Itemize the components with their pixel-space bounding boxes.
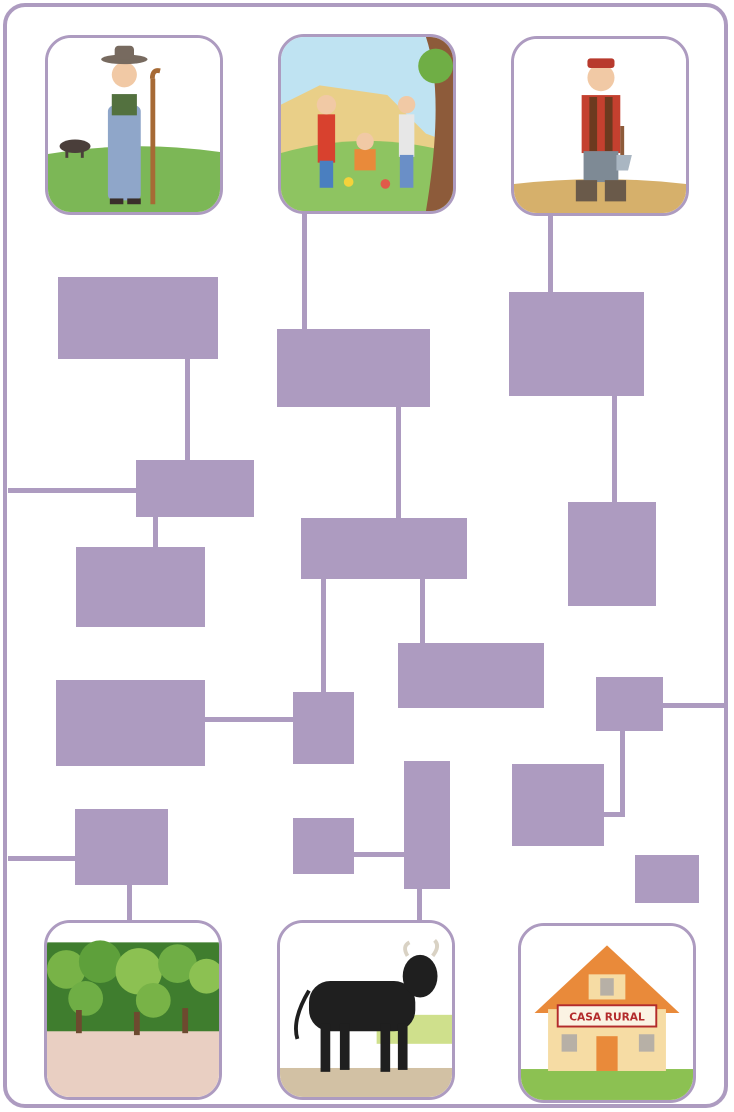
connector-line	[396, 406, 401, 520]
answer-box[interactable]	[75, 809, 168, 885]
answer-box[interactable]	[56, 680, 205, 766]
connector-line	[321, 578, 326, 694]
answer-box[interactable]	[398, 643, 544, 708]
answer-box[interactable]	[568, 502, 656, 606]
answer-box[interactable]	[596, 677, 663, 731]
connector-line	[8, 488, 138, 493]
connector-line	[352, 852, 407, 857]
answer-box[interactable]	[293, 818, 354, 874]
answer-box[interactable]	[293, 692, 354, 764]
house-icon: CASA RURAL	[521, 926, 693, 1100]
answer-box[interactable]	[635, 855, 699, 903]
woodcutter-icon	[514, 39, 686, 213]
answer-box[interactable]	[509, 292, 644, 396]
connector-line	[417, 888, 422, 923]
forest-card	[44, 920, 222, 1100]
connector-line	[620, 729, 625, 815]
hikers-icon	[281, 37, 453, 211]
shepherd-icon	[48, 38, 220, 212]
connector-line	[8, 856, 78, 861]
answer-box[interactable]	[301, 518, 467, 579]
bull-icon	[280, 923, 452, 1097]
answer-box[interactable]	[58, 277, 218, 359]
connector-line	[127, 883, 132, 923]
connector-line	[185, 358, 190, 462]
answer-box[interactable]	[76, 547, 205, 627]
connector-line	[603, 812, 625, 817]
answer-box[interactable]	[512, 764, 604, 846]
house-sign-text: CASA RURAL	[569, 1011, 645, 1024]
connector-line	[153, 515, 158, 549]
connector-line	[662, 703, 726, 708]
shepherd-card	[45, 35, 223, 215]
bull-card	[277, 920, 455, 1100]
connector-line	[204, 717, 296, 722]
answer-box[interactable]	[404, 761, 450, 889]
forest-icon	[47, 923, 219, 1097]
connector-line	[612, 395, 617, 503]
answer-box[interactable]	[136, 460, 254, 517]
connector-line	[548, 208, 553, 294]
answer-box[interactable]	[277, 329, 430, 407]
woodcutter-card	[511, 36, 689, 216]
connector-line	[420, 578, 425, 644]
rural-house-card: CASA RURAL	[518, 923, 696, 1103]
connector-line	[302, 210, 307, 332]
hikers-card	[278, 34, 456, 214]
